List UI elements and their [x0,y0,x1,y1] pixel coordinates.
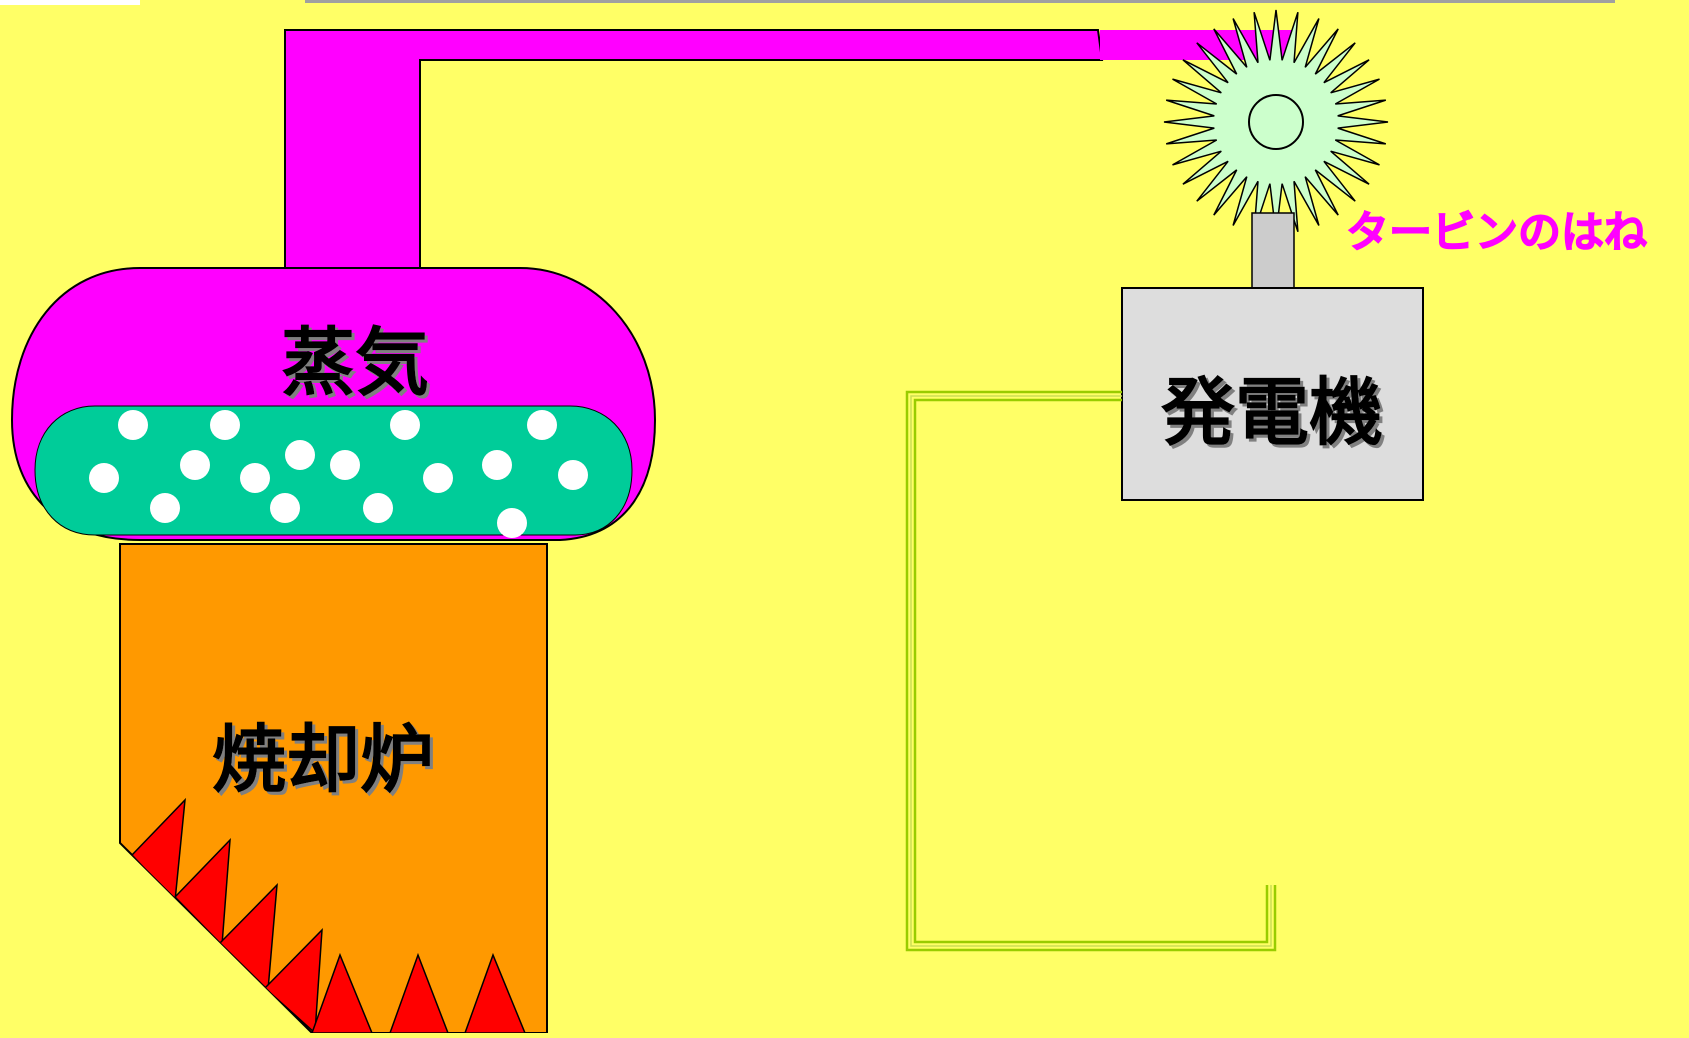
generator-label: 発電機 [1161,370,1383,456]
bubble [558,460,588,490]
top-line [305,0,1615,3]
bubble [527,410,557,440]
bubble [497,508,527,538]
bubble [150,493,180,523]
steam-label: 蒸気 [281,320,429,406]
flame [310,952,374,1033]
turbine-blades-label: タービンのはね [1346,208,1647,258]
corner-mark [0,0,140,5]
bubble [285,440,315,470]
electric-wire [905,390,1277,952]
bubble [118,410,148,440]
incinerator-label: 焼却炉 [212,717,434,803]
turbine-hub [1248,94,1304,150]
bubble [390,410,420,440]
steam-pipe [284,29,1104,271]
flame [463,952,527,1033]
bubble [482,450,512,480]
bubble [180,450,210,480]
flame [388,952,450,1033]
bubble [240,463,270,493]
bubble [423,463,453,493]
furnace-flames [130,797,527,1033]
turbine-shaft [1251,212,1295,289]
generator-box [1121,287,1424,501]
water-bubbles [89,410,588,538]
flame [263,928,323,1033]
bubble [210,410,240,440]
bubble [270,493,300,523]
bubble [89,463,119,493]
bubble [330,450,360,480]
bubble [363,493,393,523]
